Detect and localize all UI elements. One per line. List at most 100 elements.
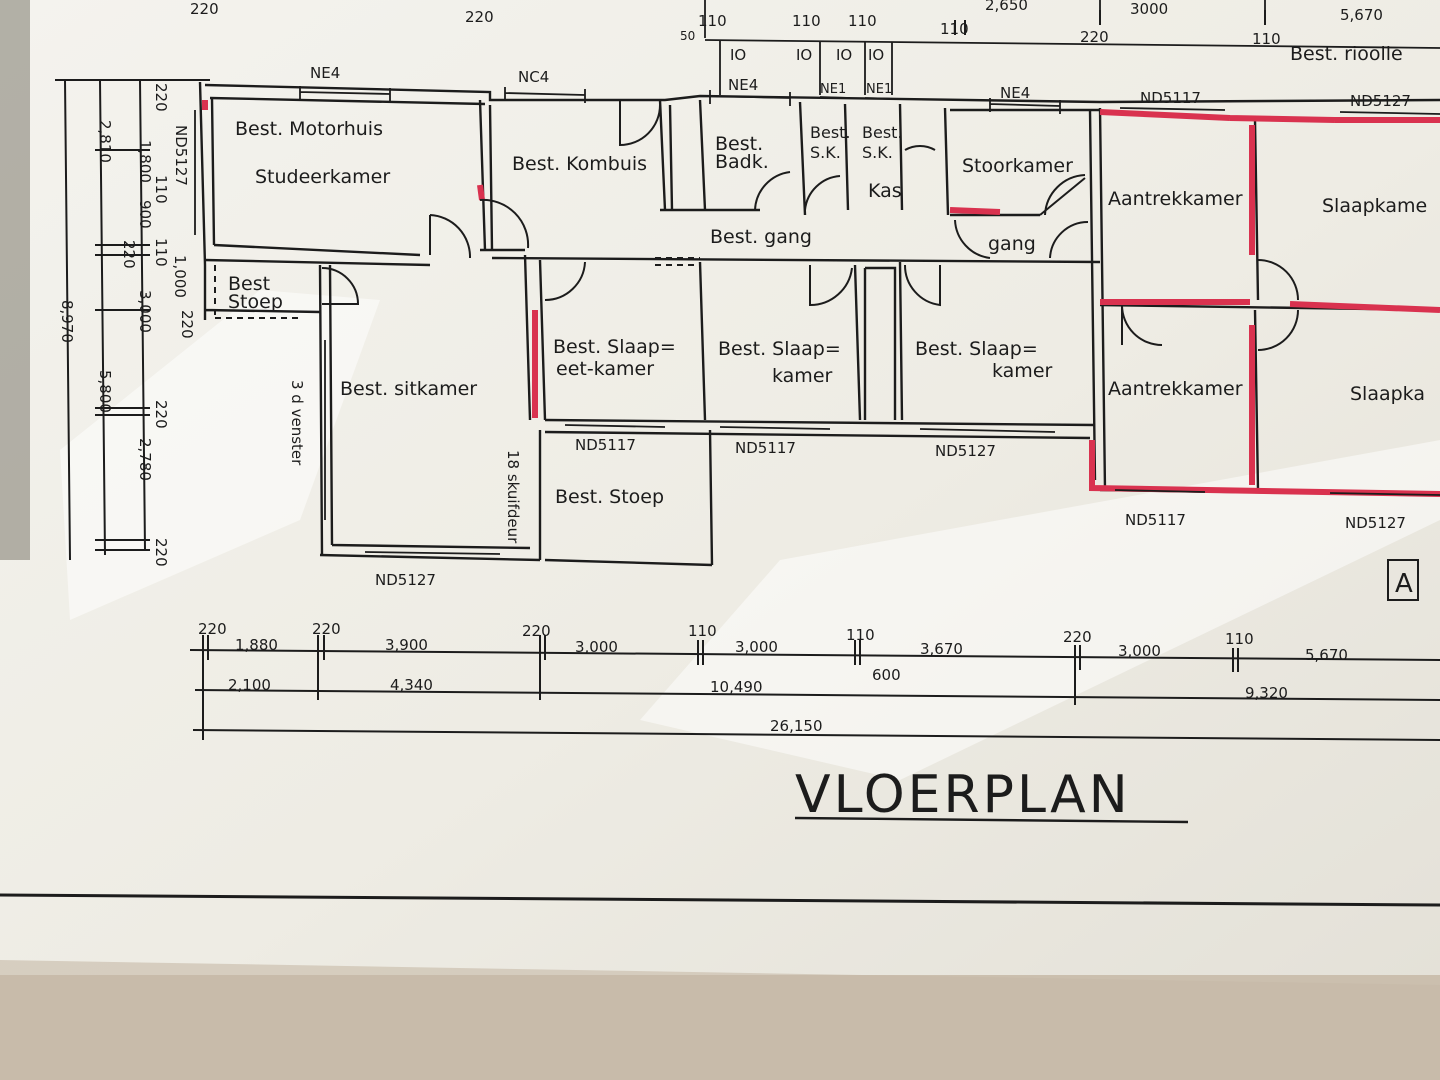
window-code: ND5127 (172, 125, 190, 186)
dim-label: 2,650 (985, 0, 1028, 14)
room-label: kamer (992, 360, 1053, 382)
dim-label: 3,000 (136, 290, 154, 333)
dim-label: 220 (178, 310, 196, 339)
room-label: Best. sitkamer (340, 378, 477, 400)
window-code: NE1 (866, 82, 892, 97)
room-label: kamer (772, 365, 833, 387)
walls (198, 81, 1440, 567)
dark-left-edge (0, 0, 30, 560)
dim-label: 220 (522, 622, 551, 640)
window-code: NE1 (820, 82, 846, 97)
dim-total: 26,150 (770, 717, 823, 735)
dim-label: 1,880 (235, 636, 278, 654)
room-label: Best. (715, 133, 763, 155)
dim-label: 10,490 (710, 678, 763, 696)
room-label: gang (988, 233, 1036, 255)
dim-label: 110 (1225, 630, 1254, 648)
window-code: IO (730, 46, 746, 64)
window-code: IO (836, 46, 852, 64)
dim-label: 110 (940, 20, 969, 38)
dim-label: 110 (792, 12, 821, 30)
sheet-mark-box (1387, 559, 1419, 601)
room-label: Best. Kombuis (512, 153, 647, 175)
dim-label: 600 (872, 666, 901, 684)
room-label: Best. gang (710, 226, 812, 248)
left-dimensions: 220 1,800 110 900 110 220 1,000 220 3,00… (58, 83, 196, 567)
window-code: NE4 (310, 64, 340, 82)
sewer-label: Best. rioolle (1290, 43, 1403, 65)
room-label: Studeerkamer (255, 166, 390, 188)
room-label: Best. Stoep (555, 486, 664, 508)
dim-label: 50 (680, 29, 695, 43)
dim-label: 220 (152, 83, 170, 112)
dim-label: 9,320 (1245, 684, 1288, 702)
dim-label: 3,000 (735, 638, 778, 656)
dim-label: 220 (312, 620, 341, 638)
window-code: ND5127 (1345, 514, 1406, 532)
dashed-lines (214, 257, 700, 319)
room-labels: Best. Motorhuis Studeerkamer Best. Kombu… (228, 118, 1427, 508)
room-label: Best. Slaap= (915, 338, 1038, 360)
window-code: ND5127 (1350, 92, 1411, 110)
dim-label: 220 (465, 8, 494, 26)
window-code: IO (868, 46, 884, 64)
dim-label: 110 (688, 622, 717, 640)
dim-label: 1,800 (136, 140, 154, 183)
room-label: Best (228, 273, 270, 295)
dim-label: 5,800 (96, 370, 114, 413)
dim-label: 220 (120, 240, 138, 269)
dim-label: 220 (152, 538, 170, 567)
dim-label: 8,970 (58, 300, 76, 343)
window-labels: NE4 NC4 NE4 NE1 NE1 NE4 ND5117 ND5127 ND… (172, 46, 1411, 589)
room-label: Best. Slaap= (718, 338, 841, 360)
dim-label: 110 (152, 238, 170, 267)
window-code: ND5127 (375, 571, 436, 589)
dim-label: 3,900 (385, 636, 428, 654)
window-code: ND5127 (935, 442, 996, 460)
room-label: S.K. (810, 143, 841, 162)
window-code: NE4 (1000, 84, 1030, 102)
room-label: Slaapka (1350, 383, 1425, 405)
room-label: Kas (868, 180, 902, 202)
room-label: Best. Slaap= (553, 336, 676, 358)
room-label: S.K. (862, 143, 893, 162)
drawing-border (0, 893, 1440, 907)
dim-label: 5,670 (1340, 6, 1383, 24)
room-label: Stoep (228, 291, 283, 313)
dim-label: 2,100 (228, 676, 271, 694)
dimension-lines (55, 10, 1440, 741)
dim-label: 1,000 (171, 255, 189, 298)
dim-label: 3,000 (575, 638, 618, 656)
new-walls (202, 100, 1440, 497)
window-code: ND5117 (735, 439, 796, 457)
window-code: NC4 (518, 68, 549, 86)
bottom-dimensions: 220 1,880 220 3,900 220 3,000 110 3,000 … (198, 620, 1348, 735)
window-code: NE4 (728, 76, 758, 94)
window-marks (194, 86, 1440, 555)
dim-label: 110 (152, 175, 170, 204)
dim-label: 4,340 (390, 676, 433, 694)
dim-label: 220 (152, 400, 170, 429)
sheet-mark: A (1395, 569, 1413, 599)
dim-label: 900 (136, 200, 154, 229)
dim-label: 110 (1252, 30, 1281, 48)
dim-label: 110 (848, 12, 877, 30)
dim-label: 2,780 (136, 438, 154, 481)
plan-title: VLOERPLAN (795, 765, 1131, 825)
window-code: ND5117 (1125, 511, 1186, 529)
room-label: Badk. (715, 151, 769, 173)
room-label: Best. (810, 123, 851, 142)
dim-label: 2,810 (96, 120, 114, 163)
dim-label: 110 (846, 626, 875, 644)
doors (321, 100, 1299, 351)
dim-label: 3,000 (1118, 642, 1161, 660)
window-code: 3 d venster (288, 380, 306, 466)
dim-label: 3,670 (920, 640, 963, 658)
dim-label: 220 (1063, 628, 1092, 646)
room-label: Aantrekkamer (1108, 188, 1243, 210)
title-underline (794, 816, 1189, 824)
top-dimensions: 220 220 110 110 110 110 2,650 220 3000 1… (190, 0, 1403, 65)
window-code: IO (796, 46, 812, 64)
window-code: 18 skuifdeur (504, 450, 522, 544)
